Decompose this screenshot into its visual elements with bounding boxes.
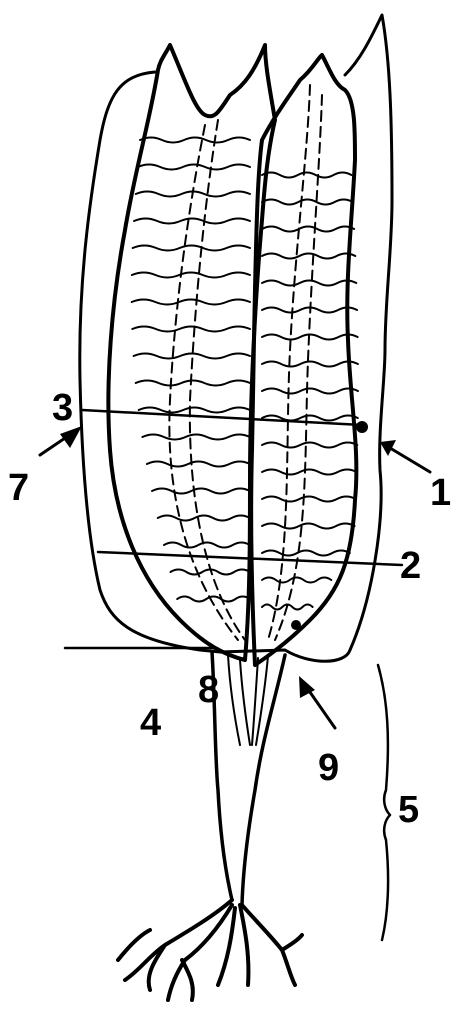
wavy-band — [164, 543, 250, 548]
brace-5 — [378, 665, 390, 940]
label-8: 8 — [198, 669, 219, 711]
wavy-band — [262, 200, 353, 205]
point-dot-1 — [356, 421, 368, 433]
wavy-band — [262, 173, 351, 178]
wavy-band — [152, 489, 250, 494]
point-dot-9 — [291, 620, 301, 630]
wavy-band — [262, 227, 354, 232]
label-5: 5 — [398, 789, 419, 831]
label-7: 7 — [8, 467, 29, 509]
wavy-band — [136, 381, 250, 386]
wavy-band — [132, 273, 250, 278]
wavy-band — [139, 408, 250, 413]
arrow-7 — [40, 426, 82, 455]
right-blade — [251, 55, 356, 665]
wavy-bands — [132, 138, 358, 610]
wavy-band — [262, 443, 357, 448]
wavy-band — [132, 327, 250, 332]
holdfast — [118, 900, 302, 1000]
wavy-band — [158, 516, 250, 521]
stipe — [212, 652, 285, 905]
label-1: 1 — [430, 472, 451, 514]
wavy-band — [138, 165, 250, 170]
stipe-strands — [228, 655, 268, 745]
wavy-band — [262, 254, 355, 259]
wavy-band — [142, 435, 250, 440]
wavy-band — [132, 300, 250, 305]
wavy-band — [262, 524, 355, 529]
wavy-band — [262, 497, 356, 502]
wavy-band — [134, 219, 250, 224]
wavy-band — [262, 389, 358, 394]
wavy-band — [177, 597, 250, 602]
arrow-9 — [299, 676, 335, 728]
label-3: 3 — [52, 387, 73, 429]
wavy-band — [170, 570, 250, 575]
wavy-band — [262, 281, 356, 286]
wavy-band — [133, 246, 250, 251]
wavy-band — [140, 138, 250, 143]
wavy-band — [262, 470, 357, 475]
label-9: 9 — [318, 747, 339, 789]
label-4: 4 — [140, 702, 161, 744]
wavy-band — [262, 578, 331, 583]
wavy-band — [147, 462, 250, 467]
label-2: 2 — [400, 545, 421, 587]
wavy-band — [262, 362, 358, 367]
wavy-band — [262, 551, 350, 556]
arrow-1 — [380, 440, 430, 472]
